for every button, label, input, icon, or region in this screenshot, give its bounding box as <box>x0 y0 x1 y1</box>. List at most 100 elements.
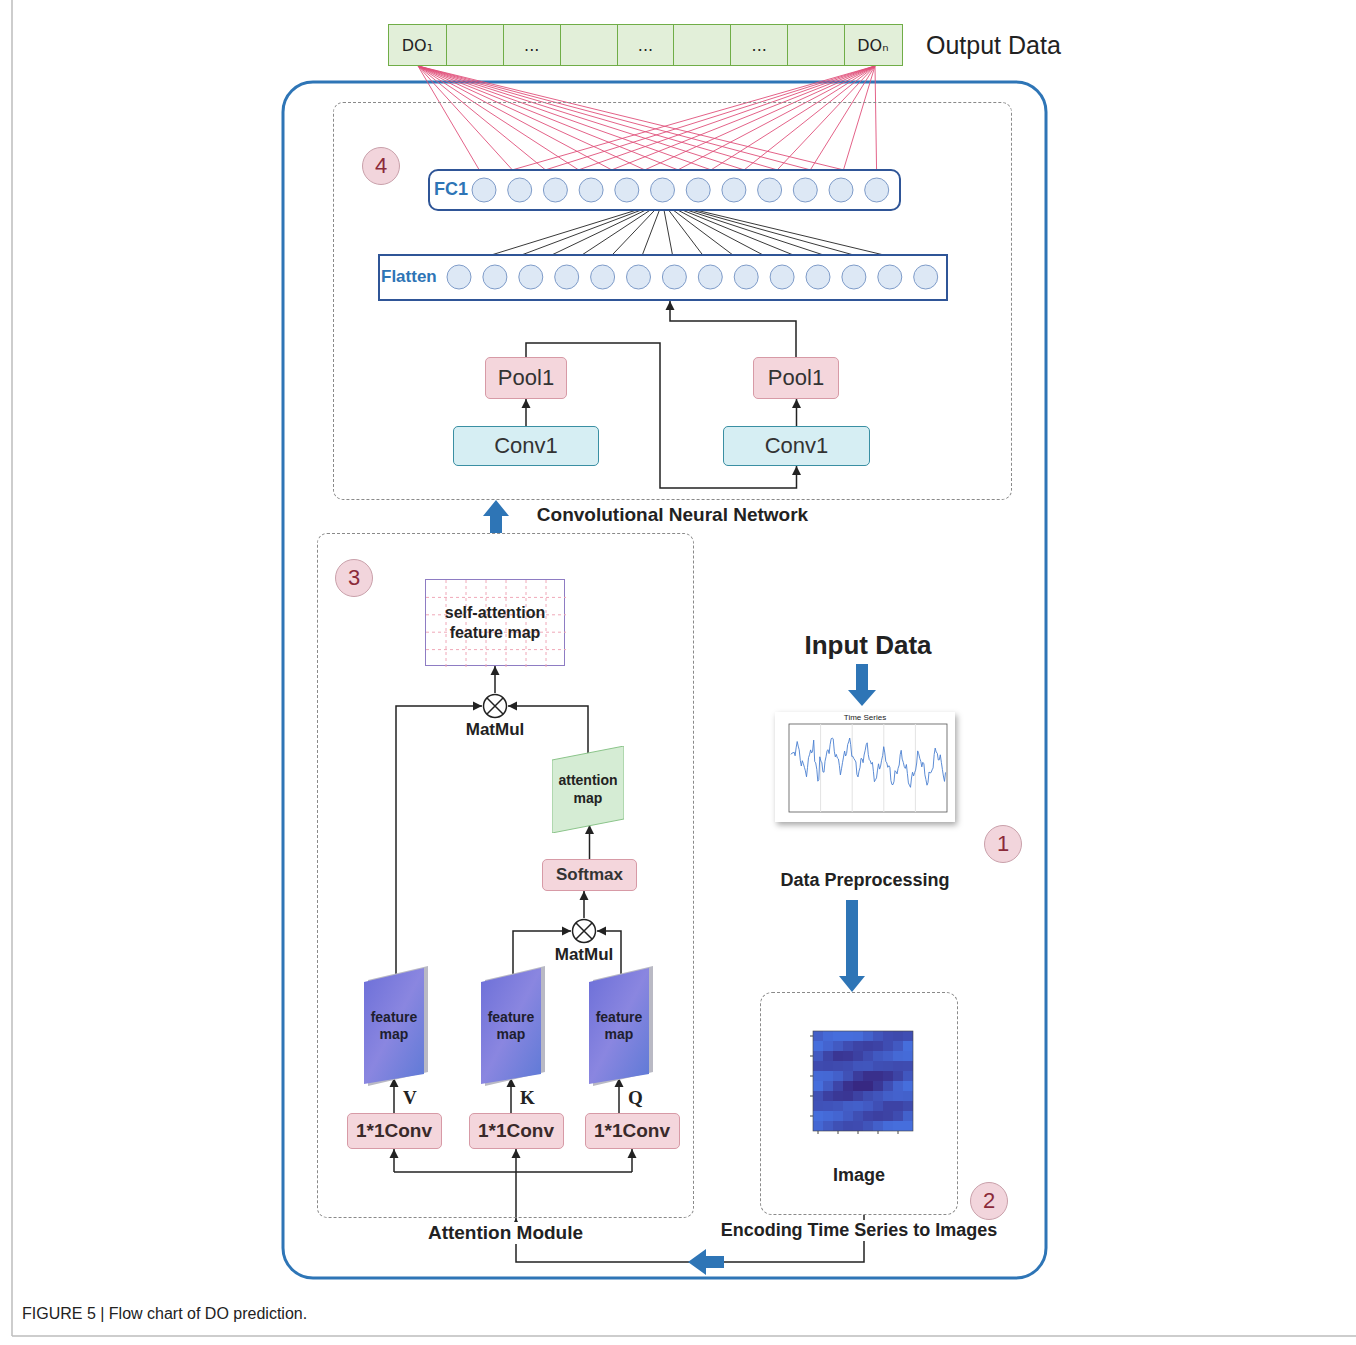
pixel <box>873 1121 883 1131</box>
neuron <box>662 265 686 289</box>
neuron <box>842 265 866 289</box>
neuron <box>579 178 603 202</box>
box-label: Pool1 <box>498 365 554 391</box>
grid-line <box>426 649 566 650</box>
output-cell: ... <box>503 25 560 65</box>
layer-name: FC1 <box>434 179 468 200</box>
connector <box>666 301 797 357</box>
series-line <box>791 738 946 787</box>
pixel <box>863 1111 873 1121</box>
pixel <box>863 1101 873 1111</box>
pixel <box>853 1091 863 1101</box>
box-label: feature map <box>589 1009 653 1043</box>
pixel <box>903 1071 913 1081</box>
pixel <box>853 1121 863 1131</box>
pixel <box>893 1101 903 1111</box>
callout-number: 4 <box>362 147 400 185</box>
connector-line <box>520 66 875 178</box>
pixel <box>883 1061 893 1071</box>
output-label: ... <box>638 36 653 55</box>
neuron <box>734 265 758 289</box>
neuron <box>793 178 817 202</box>
pixel <box>853 1081 863 1091</box>
box-label: Conv1 <box>765 433 829 459</box>
pixel <box>833 1121 843 1131</box>
grid-line <box>446 580 447 667</box>
pixel <box>903 1091 913 1101</box>
neuron <box>878 265 902 289</box>
layer-name: Flatten <box>381 267 437 287</box>
pixel <box>813 1051 823 1061</box>
output-label: ... <box>524 36 539 55</box>
matmul-symbol <box>576 923 592 939</box>
tick <box>898 1131 899 1134</box>
output-cell: DOₙ <box>844 25 901 65</box>
op-label: MatMul <box>531 945 637 965</box>
softmax-box: Softmax <box>542 859 637 891</box>
page-frame <box>11 0 13 1336</box>
neuron <box>829 178 853 202</box>
pixel <box>903 1041 913 1051</box>
image-title: Image <box>761 1165 957 1186</box>
pixel <box>823 1041 833 1051</box>
attention-map: attention map <box>552 746 624 833</box>
module-region: Convolutional Neural NetworkFC1FlattenPo… <box>333 102 1012 500</box>
connector-line <box>418 66 805 178</box>
edge-label: K <box>519 1087 536 1109</box>
box-label: feature map <box>481 1009 545 1043</box>
pixel <box>813 1081 823 1091</box>
arrowhead <box>580 891 589 900</box>
tick <box>818 1131 819 1134</box>
connector-line <box>875 66 877 178</box>
pixel <box>853 1041 863 1051</box>
connector-line <box>627 66 875 178</box>
input-title: Input Data <box>738 630 998 661</box>
connector-line <box>418 66 734 178</box>
matmul-node: MatMul <box>482 693 508 719</box>
neuron <box>543 178 567 202</box>
output-cell <box>673 25 730 65</box>
pixel <box>843 1081 853 1091</box>
pool-box: Pool1 <box>485 357 567 399</box>
pixel <box>873 1081 883 1091</box>
connector-line <box>670 301 796 357</box>
neuron <box>627 265 651 289</box>
connector-line <box>805 66 875 178</box>
connector <box>522 399 531 426</box>
output-vector: DO₁.........DOₙOutput Data <box>388 24 903 66</box>
pixel <box>823 1121 833 1131</box>
pixel <box>823 1051 833 1061</box>
pixel <box>833 1051 843 1061</box>
connector <box>792 399 801 426</box>
pixel <box>903 1061 913 1071</box>
pixel <box>813 1111 823 1121</box>
pixel <box>833 1101 843 1111</box>
input-arrow <box>848 664 876 706</box>
neuron <box>508 178 532 202</box>
box-label: Conv1 <box>494 433 558 459</box>
neuron <box>806 265 830 289</box>
connector-line <box>841 66 875 178</box>
neuron <box>722 178 746 202</box>
arrowhead <box>473 702 482 711</box>
output-cell: ... <box>617 25 674 65</box>
image-region: ImageEncoding Time Series to Images <box>760 992 958 1215</box>
connector-line <box>418 66 627 178</box>
feature-map: feature map <box>589 966 653 1086</box>
arrowhead <box>522 399 531 408</box>
pixel <box>883 1101 893 1111</box>
op-label: MatMul <box>442 720 548 740</box>
pixel <box>843 1101 853 1111</box>
shape-art <box>430 171 903 213</box>
connector-line <box>394 1171 632 1173</box>
pixel <box>833 1041 843 1051</box>
pixel <box>893 1061 903 1071</box>
pixel <box>903 1081 913 1091</box>
grid-line <box>546 580 547 667</box>
pixel <box>873 1031 883 1041</box>
box-label: feature map <box>364 1009 428 1043</box>
flatten-layer: Flatten <box>378 254 948 301</box>
pixel <box>863 1081 873 1091</box>
pixel <box>823 1111 833 1121</box>
conv-box: Conv1 <box>723 426 870 466</box>
